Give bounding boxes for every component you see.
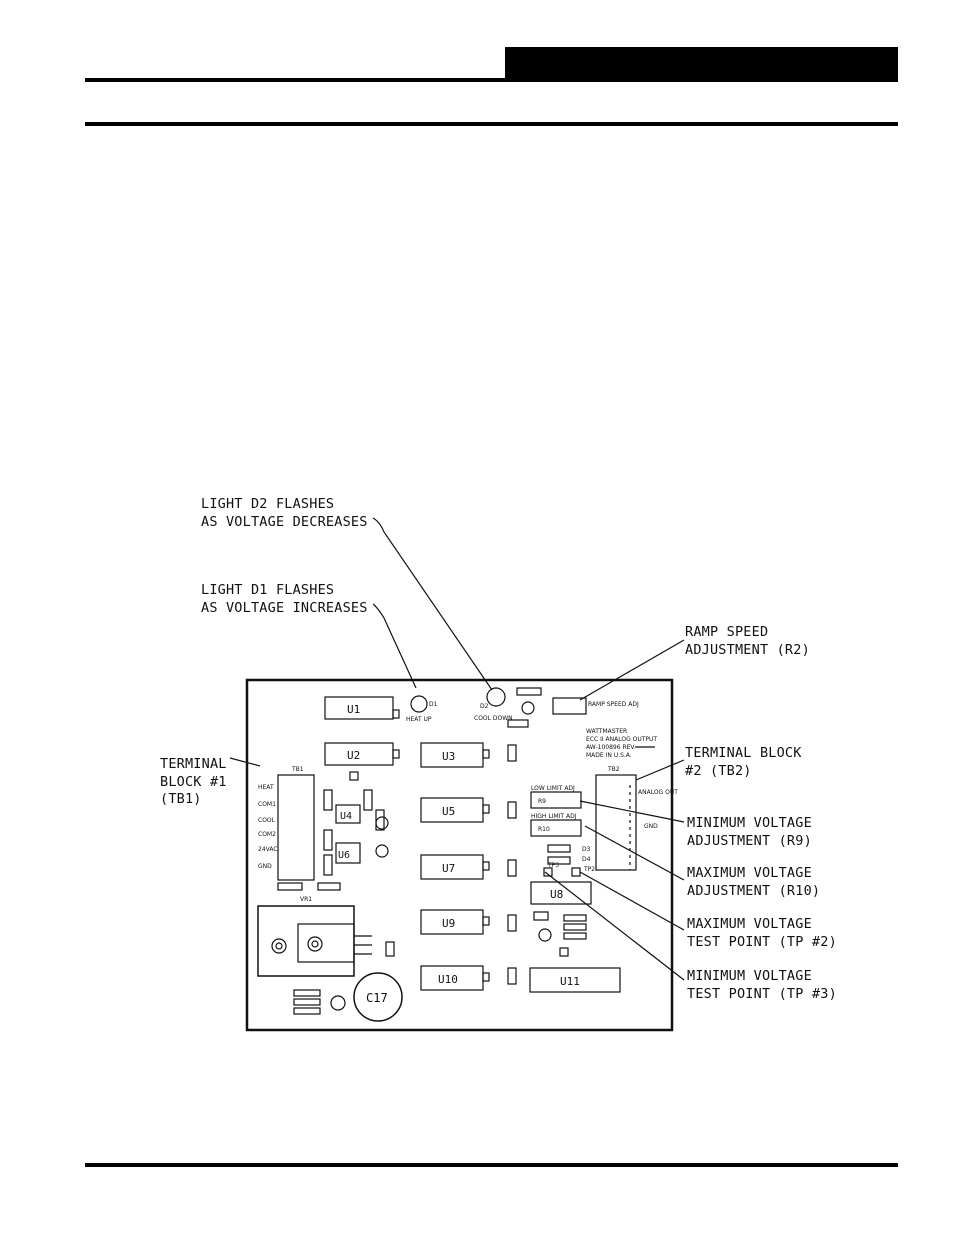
leader-min-tp xyxy=(544,871,685,981)
vr1-regulator xyxy=(257,905,355,977)
leader-ramp xyxy=(579,639,685,701)
tb1-terminal-cool: COOL xyxy=(258,817,276,824)
c17-label: C17 xyxy=(366,991,388,1005)
leader-max-adj xyxy=(584,825,685,881)
chip-u6: U6 xyxy=(338,850,350,861)
leader-d1 xyxy=(372,603,417,689)
board-text-2: ECC II ANALOG OUTPUT xyxy=(586,736,657,743)
chip-u9: U9 xyxy=(442,917,455,930)
chip-u3: U3 xyxy=(442,750,455,763)
vr1-label: VR1 xyxy=(300,896,312,903)
r9-label: R9 xyxy=(538,798,546,805)
r10-label: R10 xyxy=(538,826,550,833)
callout-min-voltage-tp: MINIMUM VOLTAGE TEST POINT (TP #3) xyxy=(687,968,837,1002)
ramp-speed-adj-label: RAMP SPEED ADJ xyxy=(588,701,639,708)
board-text-1: WATTMASTER xyxy=(586,728,627,735)
chip-u10: U10 xyxy=(438,973,458,986)
callout-terminal-block-1: TERMINAL BLOCK #1 (TB1) xyxy=(160,756,227,807)
cool-down-label: COOL DOWN xyxy=(474,715,513,722)
tb1-terminal-com2: COM2 xyxy=(258,831,276,838)
d1-led xyxy=(410,695,428,713)
tb1-terminal-24vac: 24VAC xyxy=(258,846,278,853)
c17-capacitor xyxy=(353,972,403,1022)
callout-min-voltage-adj: MINIMUM VOLTAGE ADJUSTMENT (R9) xyxy=(687,815,812,849)
low-limit-adj-label: LOW LIMIT ADJ xyxy=(531,785,575,792)
chip-u1: U1 xyxy=(347,703,360,716)
leader-tb1 xyxy=(229,757,261,767)
chip-u5: U5 xyxy=(442,805,455,818)
tb1-label: TB1 xyxy=(291,766,304,773)
chip-u7: U7 xyxy=(442,862,455,875)
header-black-box xyxy=(505,47,898,82)
leader-max-tp xyxy=(579,871,685,931)
chip-labels: U1 U2 U3 U4 U5 U6 U7 U8 U9 U10 U11 C17 xyxy=(338,703,580,1005)
board-text-4: MADE IN U.S.A. xyxy=(586,752,632,759)
callout-max-voltage-tp: MAXIMUM VOLTAGE TEST POINT (TP #2) xyxy=(687,916,837,950)
d4-label: D4 xyxy=(582,856,591,863)
tb1-terminal-heat: HEAT xyxy=(258,784,274,791)
r9-pot xyxy=(530,791,582,809)
chip-u4: U4 xyxy=(340,811,352,822)
footer-rule xyxy=(85,1163,898,1167)
high-limit-adj-label: HIGH LIMIT ADJ xyxy=(531,813,577,820)
chip-u2: U2 xyxy=(347,749,360,762)
leader-tb2 xyxy=(635,759,685,781)
tp2-label: TP2 xyxy=(583,866,595,873)
tb1-terminal-gnd: GND xyxy=(258,863,272,870)
leader-min-adj xyxy=(579,800,685,823)
callout-d1-flashes: LIGHT D1 FLASHES AS VOLTAGE INCREASES xyxy=(201,582,368,616)
board-silkscreen: WATTMASTER ECC II ANALOG OUTPUT AW-10089… xyxy=(258,701,678,903)
tb1-block xyxy=(277,774,315,881)
tb2-label: TB2 xyxy=(607,766,620,773)
board-text-3: AW-100896 REV. xyxy=(586,744,636,751)
callout-ramp-speed: RAMP SPEED ADJUSTMENT (R2) xyxy=(685,624,810,658)
callout-d2-flashes: LIGHT D2 FLASHES AS VOLTAGE DECREASES xyxy=(201,496,368,530)
tb2-block xyxy=(595,774,637,871)
header-rule-top xyxy=(85,78,506,82)
header-rule-bottom xyxy=(85,122,898,126)
tb1-terminal-com1: COM1 xyxy=(258,801,276,808)
d1-label: D1 xyxy=(429,701,438,708)
board-outline xyxy=(245,678,674,1032)
r10-pot xyxy=(530,819,582,837)
heat-up-label: HEAT UP xyxy=(406,716,432,723)
chip-u8: U8 xyxy=(550,888,563,901)
d2-led xyxy=(486,687,506,707)
analog-out-label: ANALOG OUT xyxy=(638,789,678,796)
callout-terminal-block-2: TERMINAL BLOCK #2 (TB2) xyxy=(685,745,802,779)
chip-u11: U11 xyxy=(560,975,580,988)
gnd-label: GND xyxy=(644,823,658,830)
callout-max-voltage-adj: MAXIMUM VOLTAGE ADJUSTMENT (R10) xyxy=(687,865,821,899)
leader-d2 xyxy=(372,517,493,691)
tp3-label: TP3 xyxy=(547,862,559,869)
d2-label: D2 xyxy=(480,703,489,710)
d3-label: D3 xyxy=(582,846,591,853)
